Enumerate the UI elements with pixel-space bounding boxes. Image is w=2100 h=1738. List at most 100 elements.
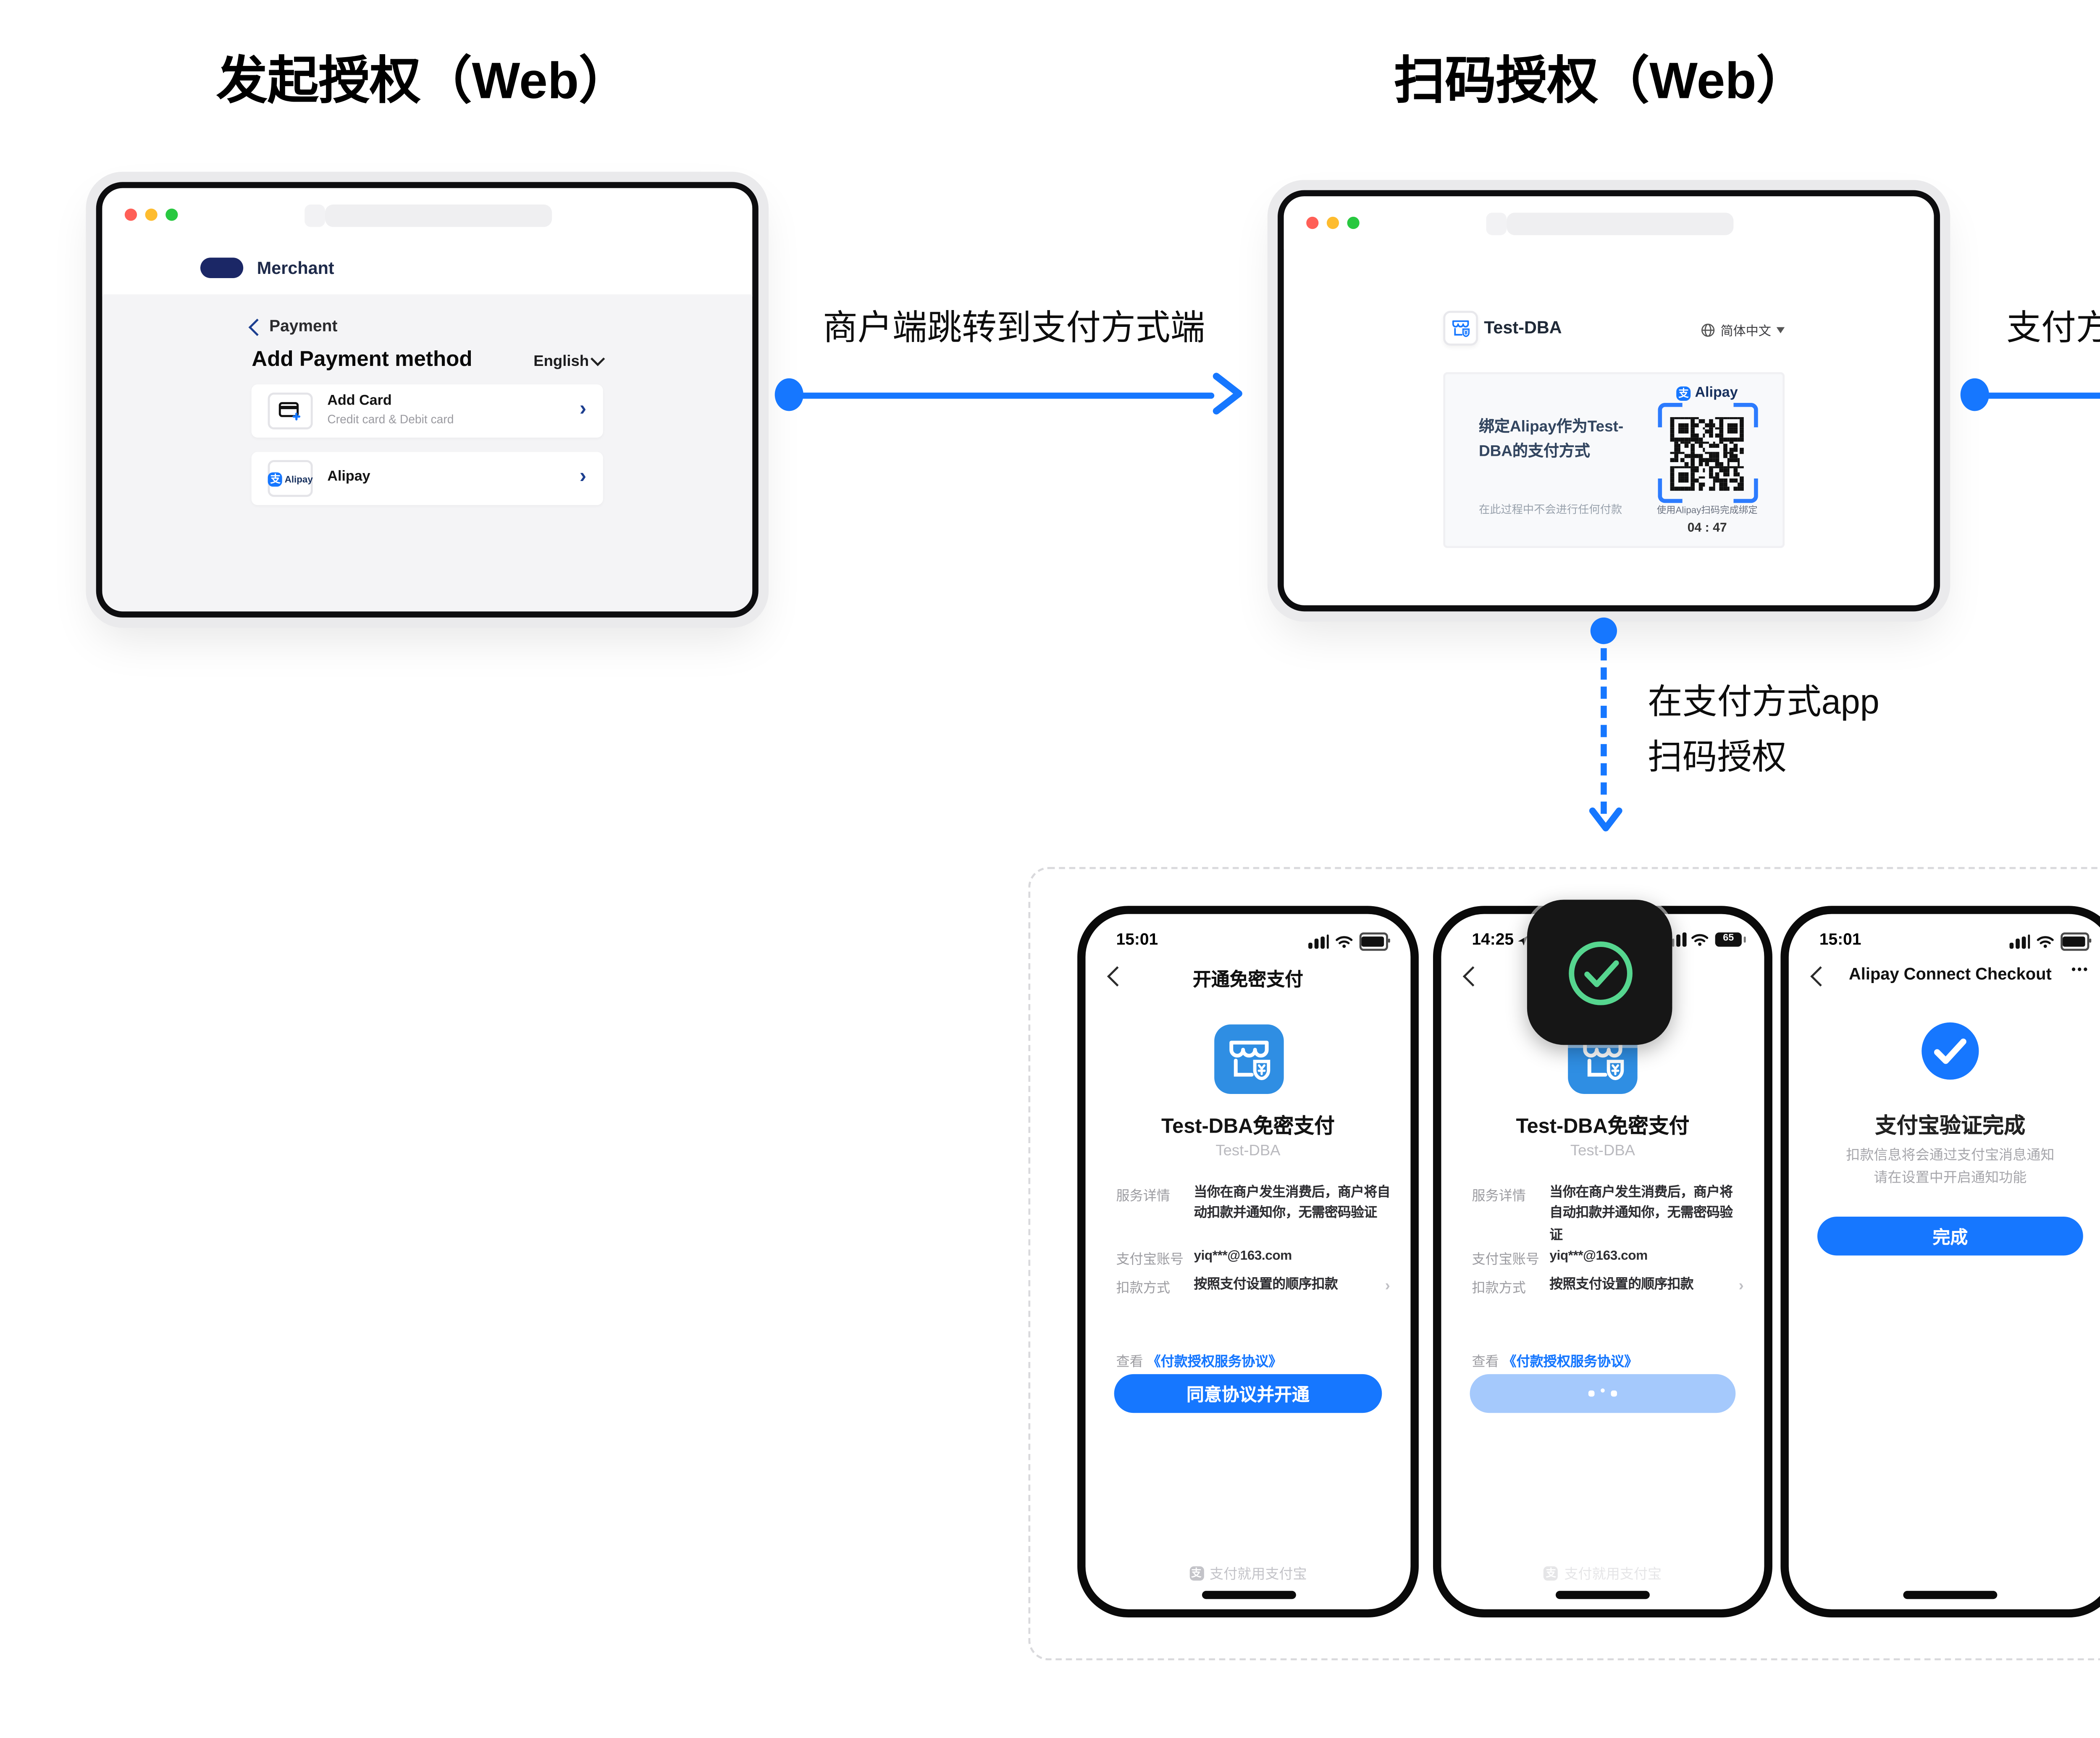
caret-down-icon bbox=[1776, 327, 1785, 334]
arrow-label-merchant-to-payment: 商户端跳转到支付方式端 bbox=[823, 308, 1205, 348]
arrow-line bbox=[1974, 392, 2100, 399]
agreement-prefix: 查看 bbox=[1116, 1356, 1143, 1370]
row-value: yiq***@163.com bbox=[1194, 1249, 1292, 1264]
home-indicator[interactable] bbox=[1903, 1591, 1998, 1599]
address-bar[interactable] bbox=[324, 203, 552, 226]
binding-subtitle: 在此过程中不会进行任何付款 bbox=[1478, 505, 1622, 518]
status-icons bbox=[1309, 932, 1390, 950]
traffic-lights-icon[interactable] bbox=[1306, 216, 1360, 229]
done-button[interactable]: 完成 bbox=[1817, 1217, 2083, 1256]
more-menu-icon[interactable]: ••• bbox=[2071, 965, 2090, 978]
agreement-link[interactable]: 《付款授权服务协议》 bbox=[1147, 1356, 1282, 1370]
app-flow-group bbox=[1028, 867, 2100, 1661]
nav-title: 开通免密支付 bbox=[1192, 968, 1303, 989]
row-value: yiq***@163.com bbox=[1549, 1249, 1648, 1264]
chevron-right-icon: › bbox=[1385, 1276, 1390, 1295]
binding-title: 绑定Alipay作为Test-DBA的支付方式 bbox=[1478, 417, 1624, 461]
row-label: 扣款方式 bbox=[1116, 1282, 1170, 1296]
add-card-row[interactable]: Add Card Credit card & Debit card › bbox=[252, 384, 603, 438]
phone-result-screen: 15:01 Alipay Connect Checkout ••• 支付宝验证完… bbox=[1780, 906, 2100, 1618]
arrow-label-payment-to-merchant: 支付方式端跳转到商户端 bbox=[2006, 308, 2100, 348]
back-chevron-icon bbox=[249, 318, 266, 334]
alipay-glyph-icon: 支 bbox=[1544, 1565, 1558, 1580]
row-label: 支付宝账号 bbox=[1116, 1253, 1184, 1268]
scan-label-line1: 在支付方式app bbox=[1648, 683, 1880, 722]
row-value: 当你在商户发生消费后，商户将自动扣款并通知你，无需密码验证 bbox=[1549, 1186, 1733, 1243]
back-chevron-icon[interactable] bbox=[1107, 966, 1128, 987]
battery-icon: 65 bbox=[1715, 932, 1746, 947]
row-label: 服务详情 bbox=[1472, 1190, 1526, 1204]
verified-check-icon bbox=[1919, 1020, 1981, 1092]
language-selector[interactable]: 简体中文 bbox=[1701, 321, 1785, 339]
traffic-lights-icon[interactable] bbox=[124, 208, 178, 221]
globe-icon bbox=[1701, 323, 1715, 337]
result-title: 支付宝验证完成 bbox=[1875, 1114, 2026, 1139]
alipay-logo: 支 Alipay bbox=[1644, 386, 1771, 401]
store-icon bbox=[1443, 310, 1478, 346]
shop-icon bbox=[1228, 1041, 1269, 1081]
chevron-down-icon bbox=[591, 351, 605, 365]
location-arrow-icon bbox=[1519, 934, 1529, 945]
arrow-start-dot bbox=[1590, 617, 1617, 644]
back-chevron-icon[interactable] bbox=[1810, 966, 1831, 987]
merchant-logo bbox=[200, 258, 243, 278]
row-value: 按照支付设置的顺序扣款 bbox=[1549, 1278, 1694, 1293]
agreement-link[interactable]: 《付款授权服务协议》 bbox=[1503, 1356, 1638, 1370]
alipay-glyph-icon: 支 bbox=[1189, 1565, 1204, 1580]
success-check-icon bbox=[1567, 940, 1632, 1004]
arrow-head-icon bbox=[1210, 370, 1245, 427]
status-icons: 65 bbox=[1665, 932, 1746, 947]
shop-icon bbox=[1452, 320, 1470, 337]
add-card-title: Add Card bbox=[327, 394, 392, 409]
agree-open-button[interactable]: 同意协议并开通 bbox=[1114, 1374, 1382, 1413]
row-value: 当你在商户发生消费后，商户将自动扣款并通知你，无需密码验证 bbox=[1194, 1186, 1391, 1222]
nav-title: Alipay Connect Checkout bbox=[1849, 964, 2052, 983]
scan-success-toast bbox=[1527, 899, 1672, 1045]
binding-panel: 绑定Alipay作为Test-DBA的支付方式 在此过程中不会进行任何付款 支 … bbox=[1443, 372, 1785, 548]
merchant-brand-name: Merchant bbox=[257, 258, 334, 278]
deduction-row[interactable]: 扣款方式 按照支付设置的顺序扣款 › bbox=[1472, 1276, 1743, 1297]
alipay-footer: 支 支付就用支付宝 bbox=[1086, 1562, 1411, 1583]
row-value: 按照支付设置的顺序扣款 bbox=[1194, 1278, 1338, 1293]
alipay-footer: 支 支付就用支付宝 bbox=[1441, 1562, 1764, 1583]
alipay-logo-text: Alipay bbox=[284, 473, 313, 484]
status-time: 14:25 bbox=[1472, 931, 1530, 949]
language-selector[interactable]: English bbox=[533, 350, 605, 369]
alipay-logo-text: Alipay bbox=[1695, 386, 1738, 401]
row-label: 服务详情 bbox=[1116, 1190, 1170, 1204]
battery-icon bbox=[2059, 932, 2091, 950]
wifi-icon bbox=[1692, 934, 1709, 946]
qr-corner-icon bbox=[1732, 478, 1757, 503]
deduction-row[interactable]: 扣款方式 按照支付设置的顺序扣款 › bbox=[1116, 1276, 1390, 1297]
section-title-scan: 扫码授权（Web） bbox=[1394, 53, 1808, 110]
arrow-line bbox=[789, 392, 1215, 399]
breadcrumb-label: Payment bbox=[269, 317, 338, 336]
merchant-page-body: Payment Add Payment method English bbox=[102, 294, 753, 612]
language-label: English bbox=[533, 350, 589, 369]
home-indicator[interactable] bbox=[1201, 1591, 1295, 1599]
qr-caption: 使用Alipay扫码完成绑定 bbox=[1656, 505, 1758, 515]
shop-icon bbox=[1583, 1041, 1624, 1081]
page-title: Add Payment method bbox=[252, 347, 472, 372]
loading-dots-icon bbox=[1589, 1388, 1617, 1396]
breadcrumb-back[interactable]: Payment bbox=[249, 317, 338, 336]
signal-icon bbox=[1309, 934, 1330, 948]
dashed-arrow-line bbox=[1601, 648, 1607, 814]
status-icons bbox=[2010, 932, 2091, 950]
status-time: 15:01 bbox=[1116, 930, 1158, 949]
qr-countdown: 04 : 47 bbox=[1687, 520, 1727, 535]
alipay-row[interactable]: 支 Alipay Alipay › bbox=[252, 452, 603, 505]
processing-button bbox=[1470, 1374, 1736, 1413]
merchant-browser-window: Merchant Payment Add Payment method Engl… bbox=[96, 182, 759, 618]
alipay-logo: 支 Alipay bbox=[268, 460, 313, 497]
credit-card-plus-icon bbox=[279, 402, 301, 421]
home-indicator[interactable] bbox=[1556, 1591, 1650, 1599]
browser-chrome bbox=[102, 188, 753, 242]
address-bar[interactable] bbox=[1506, 211, 1734, 234]
qr-corner-icon bbox=[1657, 478, 1682, 503]
footer-slogan: 支付就用支付宝 bbox=[1209, 1568, 1307, 1583]
service-subtitle: Test-DBA bbox=[1215, 1141, 1281, 1160]
back-chevron-icon[interactable] bbox=[1462, 966, 1483, 987]
result-desc-line1: 扣款信息将会通过支付宝消息通知 bbox=[1846, 1149, 2055, 1164]
